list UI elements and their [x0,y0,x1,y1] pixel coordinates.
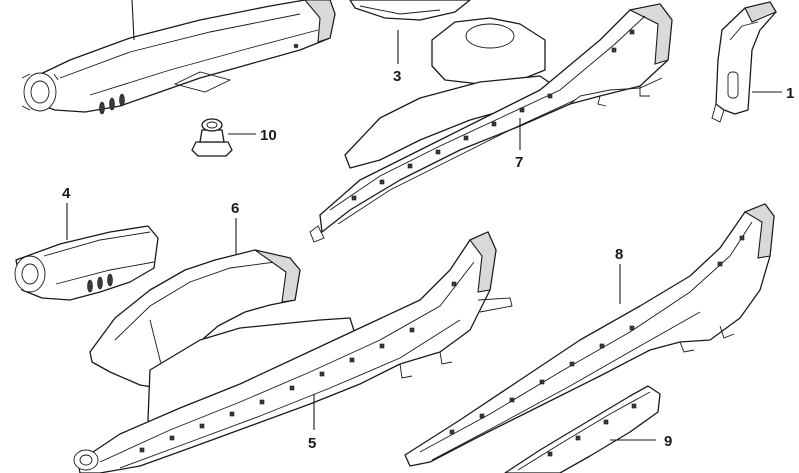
callout-1: 1 [786,85,794,102]
side-member-assembly-part-5[interactable] [73,231,513,473]
callout-10: 10 [260,127,277,144]
front-rail-part-top-left[interactable] [21,0,336,115]
side-member-5-slots [139,281,457,453]
bracket-part-right[interactable] [711,1,777,123]
leader-2 [131,0,135,41]
callout-8: 8 [615,246,623,263]
leader-lines [66,0,782,441]
side-member-part-8[interactable] [404,203,775,467]
side-member-8-slots [449,235,745,435]
callout-4: 4 [62,185,71,202]
callout-labels: 1 3 4 5 6 7 8 9 10 [62,68,794,452]
rail-extension-part-4[interactable] [14,225,159,301]
callout-9: 9 [664,433,672,450]
wheel-arch-part-top[interactable] [349,0,471,21]
sill-part-9[interactable] [504,385,661,473]
side-member-assembly-part-7[interactable] [309,3,673,243]
callout-3: 3 [393,68,401,85]
callout-5: 5 [308,435,316,452]
plug-part-10[interactable] [191,118,233,157]
callout-6: 6 [231,200,239,217]
wheel-house-part-6[interactable] [89,249,301,391]
callout-7: 7 [515,154,523,171]
side-member-7-slots [351,29,635,201]
sill-9-slots [547,403,637,457]
